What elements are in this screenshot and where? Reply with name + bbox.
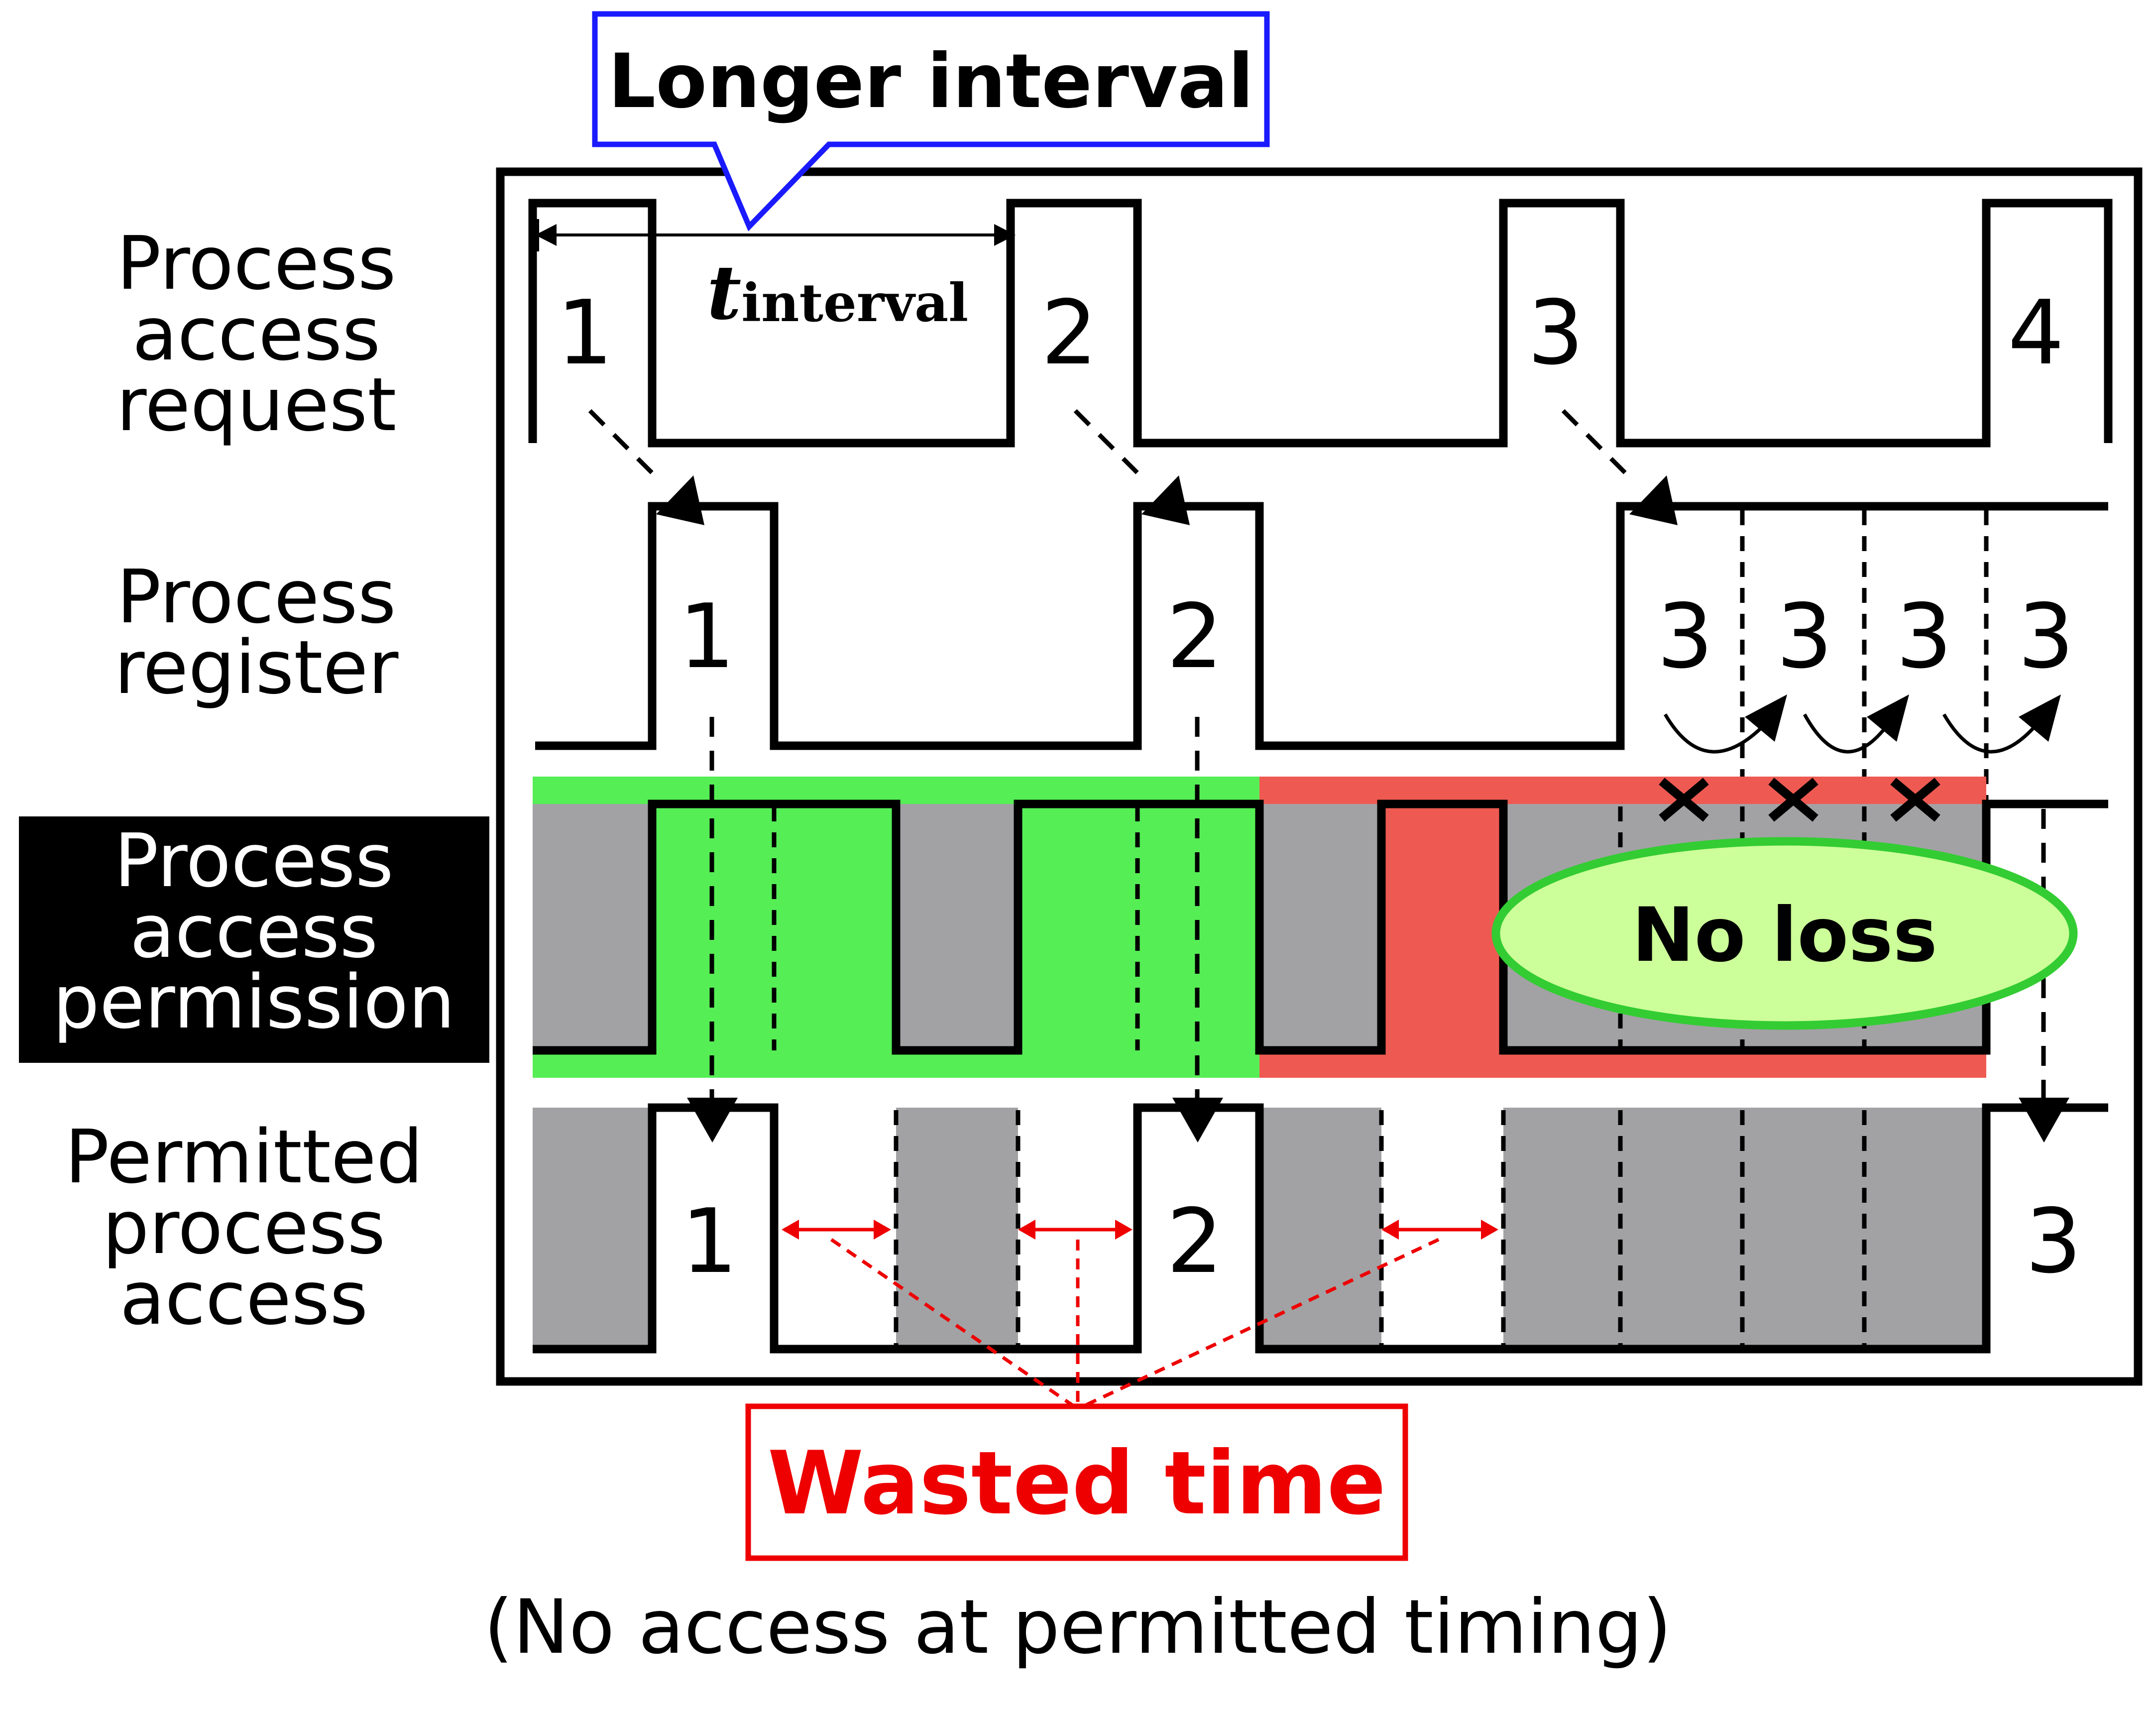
svg-text:Permitted: Permitted <box>65 1114 423 1200</box>
request-number: 4 <box>2008 281 2064 384</box>
register-number: 3 <box>1776 585 1832 688</box>
register-waveform <box>535 502 2108 750</box>
register-number: 2 <box>1166 585 1223 688</box>
svg-text:permission: permission <box>53 959 455 1045</box>
svg-text:process: process <box>103 1185 386 1270</box>
request-waveform <box>528 199 2113 448</box>
row-label-request: Process access request <box>116 221 397 448</box>
diagram-frame <box>496 167 2143 1386</box>
row-label-register: Process register <box>114 554 399 710</box>
row-label-permitted: Permitted process access <box>65 1114 423 1341</box>
request-to-register-arrows <box>588 409 1678 525</box>
svg-text:Process: Process <box>116 554 396 640</box>
permitted-number: 3 <box>2025 1190 2081 1293</box>
wasted-time-text: Wasted time <box>768 1433 1386 1534</box>
permitted-arrowhead <box>687 1098 738 1142</box>
retry-arrows <box>1663 713 2043 754</box>
permitted-number: 1 <box>681 1190 737 1293</box>
permission-waveform <box>533 799 2108 1055</box>
no-loss-badge: No loss <box>1491 837 2078 1030</box>
row-label-permission: Process access permission <box>53 818 455 1045</box>
permitted-dashed-dividers <box>894 1110 1867 1349</box>
longer-interval-callout: Longer interval <box>592 11 1270 231</box>
wasted-time-pointers <box>830 1238 1440 1411</box>
interval-label: tinterval <box>707 249 968 337</box>
register-number: 3 <box>1657 585 1713 688</box>
register-number: 3 <box>2018 585 2074 688</box>
request-number: 2 <box>1041 281 1097 384</box>
retry-arrowhead <box>1745 694 1787 742</box>
footnote-text: (No access at permitted timing) <box>484 1584 1672 1671</box>
svg-text:register: register <box>114 625 399 710</box>
permitted-arrowhead <box>1172 1098 1223 1142</box>
register-number: 3 <box>1896 585 1952 688</box>
register-number: 1 <box>679 585 735 688</box>
svg-text:access: access <box>120 1255 368 1341</box>
no-loss-text: No loss <box>1632 892 1937 979</box>
svg-text:access: access <box>130 889 378 974</box>
permission-label-highlight <box>19 816 489 1063</box>
request-number: 3 <box>1527 281 1584 384</box>
permitted-waveform <box>533 1103 2108 1354</box>
permitted-number: 2 <box>1166 1190 1223 1293</box>
interval-arrow <box>535 219 1016 251</box>
svg-text:request: request <box>116 362 397 448</box>
wasted-time-box: Wasted time <box>745 1403 1408 1561</box>
svg-text:Process: Process <box>116 221 396 306</box>
retry-arrowhead <box>1867 694 1909 742</box>
request-number: 1 <box>557 281 613 384</box>
permitted-background <box>533 1108 1986 1349</box>
rejection-x-marks <box>1659 778 1940 822</box>
retry-arrowhead <box>2019 694 2061 742</box>
permitted-arrowhead <box>2019 1098 2069 1142</box>
svg-text:access: access <box>132 291 381 377</box>
wasted-time-arrows <box>782 1220 1498 1240</box>
svg-text:Process: Process <box>114 818 393 904</box>
longer-interval-text: Longer interval <box>608 38 1254 125</box>
